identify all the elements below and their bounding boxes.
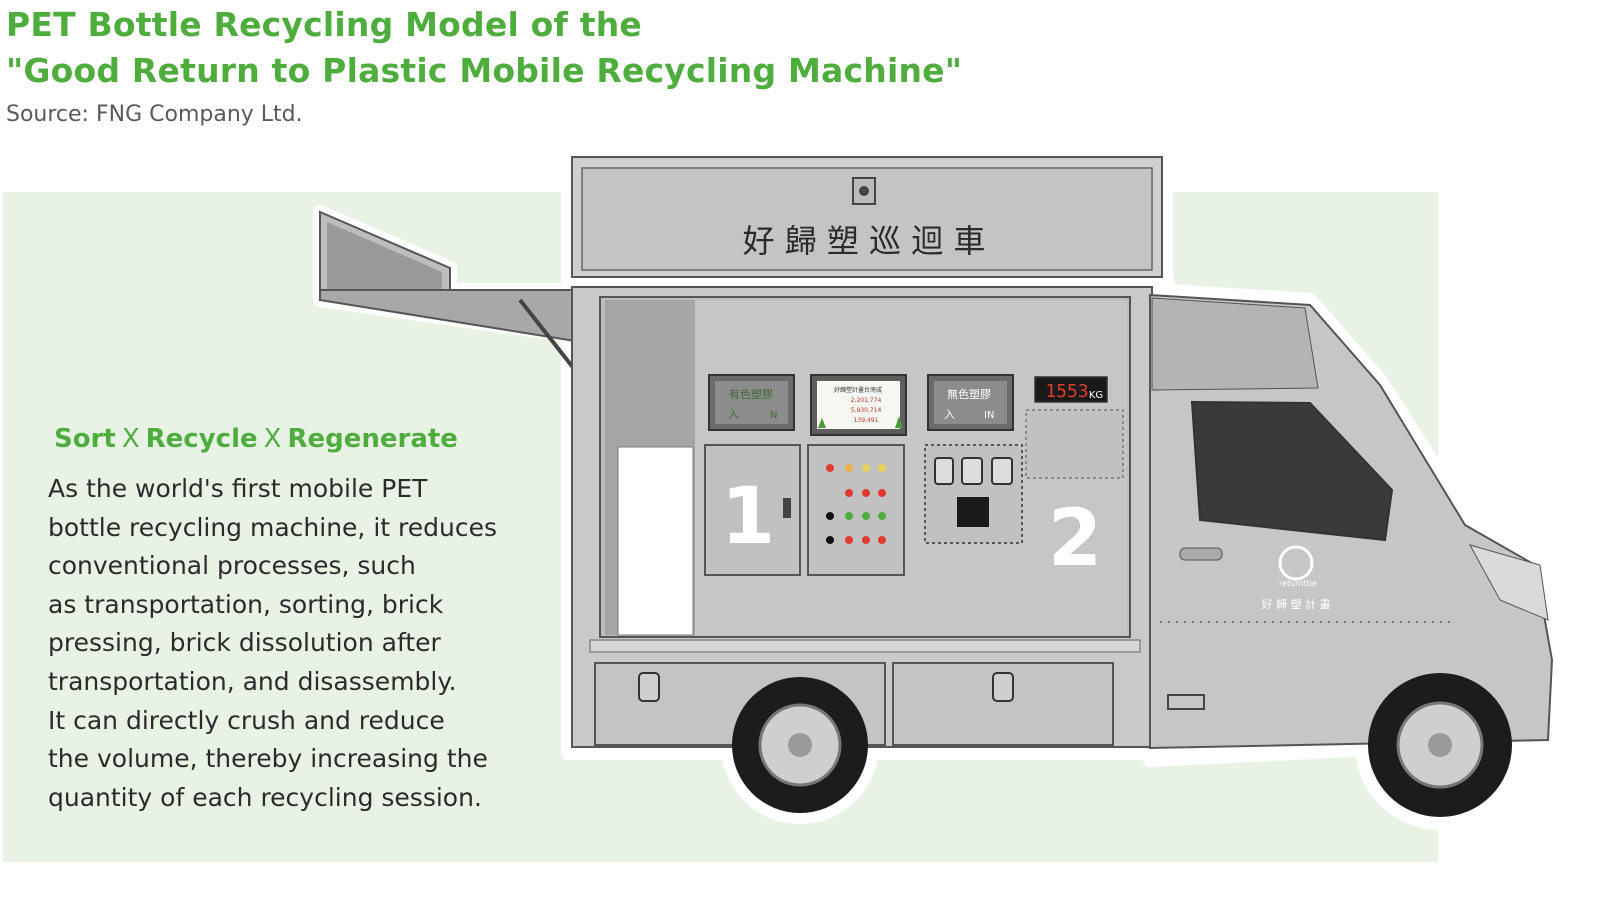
- tagline-separator-2: X: [263, 424, 282, 454]
- description-line: conventional processes, such: [48, 551, 416, 581]
- wheel-rear: [732, 677, 868, 813]
- colored-plastic-entry: 入: [728, 408, 739, 421]
- clear-plastic-entry: 入: [944, 408, 955, 421]
- storage-latch-icon: [638, 672, 660, 702]
- tagline-sort: Sort: [54, 424, 116, 454]
- weight-display: [1034, 376, 1108, 403]
- description-line: transportation, and disassembly.: [48, 666, 457, 696]
- headlight: [1468, 544, 1549, 621]
- tagline-separator-1: X: [121, 424, 140, 454]
- card-reader-icon: [934, 457, 954, 485]
- cab-window: [1190, 400, 1394, 542]
- brand-logo-icon: [1278, 545, 1314, 581]
- roof-sign: 好 歸 塑 巡 迴 車: [571, 156, 1163, 278]
- description-line: the volume, thereby increasing the: [48, 744, 488, 774]
- clear-plastic-label: 無色塑膠: [947, 387, 991, 401]
- tagline-recycle: Recycle: [145, 424, 258, 454]
- colored-plastic-label: 有色塑膠: [729, 387, 773, 401]
- description: As the world's first mobile PET bottle r…: [48, 470, 497, 817]
- door-brand: returnttle: [1279, 579, 1317, 588]
- weight-reading: 1553: [1045, 381, 1088, 402]
- sign-text: 好 歸 塑 巡 迴 車: [743, 222, 986, 260]
- clear-plastic-in: IN: [984, 410, 994, 421]
- door-brand-chinese: 好 歸 塑 計 畫: [1262, 597, 1331, 611]
- page-title: PET Bottle Recycling Model of the "Good …: [6, 2, 962, 94]
- vent-grille: [1167, 694, 1205, 710]
- title-line-2: "Good Return to Plastic Mobile Recycling…: [6, 51, 963, 90]
- door-handle: [1179, 547, 1223, 561]
- title-line-1: PET Bottle Recycling Model of the: [6, 5, 643, 44]
- compartment-number-2: 2: [1048, 494, 1102, 584]
- description-line: as transportation, sorting, brick: [48, 589, 444, 619]
- description-line: quantity of each recycling session.: [48, 782, 482, 812]
- truck-cab: returnttle 好 歸 塑 計 畫: [1149, 293, 1554, 750]
- description-line: bottle recycling machine, it reduces: [48, 512, 497, 542]
- tagline-regenerate: Regenerate: [287, 424, 458, 454]
- payment-terminal-icon: [991, 457, 1013, 485]
- description-line: It can directly crush and reduce: [48, 705, 445, 735]
- cargo-body: [571, 286, 1153, 748]
- machine-panels: 有色塑膠 入 N 好歸塑計畫台灣成 2,201,774 5,930,714 13…: [704, 374, 1124, 584]
- wheel-front: [1368, 673, 1512, 817]
- control-buttons: [826, 464, 886, 544]
- storage-latch-icon: [992, 672, 1014, 702]
- compartment-number-1: 1: [721, 472, 775, 562]
- description-line: pressing, brick dissolution after: [48, 628, 441, 658]
- screen-value-2: 5,930,714: [851, 407, 882, 414]
- screen-title: 好歸塑計畫台灣成: [834, 386, 882, 394]
- colored-plastic-in: N: [770, 410, 777, 421]
- screen-value-3: 139,491: [854, 417, 879, 424]
- weight-unit: KG: [1089, 390, 1103, 401]
- screen-value-1: 2,201,774: [851, 397, 882, 404]
- description-line: As the world's first mobile PET: [48, 474, 428, 503]
- payment-terminal-icon: [961, 457, 983, 485]
- source-credit: Source: FNG Company Ltd.: [6, 102, 303, 127]
- status-screen: [817, 381, 900, 429]
- dispense-slot: [957, 497, 989, 527]
